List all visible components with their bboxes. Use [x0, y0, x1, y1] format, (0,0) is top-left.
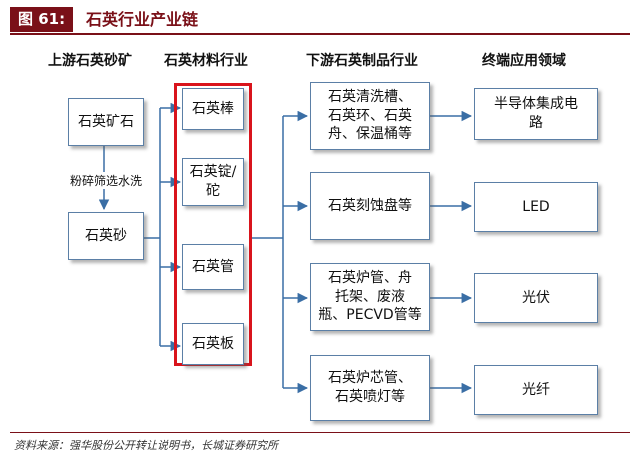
product-line: 石英炉管、舟	[328, 269, 412, 286]
application-line: 光纤	[522, 381, 550, 398]
column-heading-upstream: 上游石英砂矿	[48, 53, 132, 69]
node-quartz-ore: 石英矿石	[68, 98, 144, 146]
column-heading-downstream: 下游石英制品行业	[306, 53, 418, 69]
product-line: 石英炉芯管、	[328, 370, 412, 387]
footer-divider	[10, 432, 630, 433]
node-app-photovoltaic: 光伏	[474, 273, 598, 323]
figure-number: 图 61:	[10, 7, 74, 32]
figure-title: 石英行业产业链	[86, 10, 199, 29]
node-product-cleaning-tank: 石英清洗槽、 石英环、石英 舟、保温桶等	[310, 82, 430, 150]
node-quartz-plate: 石英板	[182, 323, 244, 365]
application-line: 光伏	[522, 289, 550, 306]
product-line: 石英喷灯等	[335, 389, 405, 405]
column-heading-applications: 终端应用领域	[482, 53, 566, 69]
header-divider	[10, 33, 630, 35]
node-product-etch-disc: 石英刻蚀盘等	[310, 172, 430, 240]
node-quartz-sand: 石英砂	[68, 212, 144, 260]
product-line: 石英环、石英	[328, 107, 412, 124]
node-app-optical-fiber: 光纤	[474, 365, 598, 415]
node-app-semiconductor-ic: 半导体集成电 路	[474, 88, 598, 140]
product-line: 舟、保温桶等	[328, 126, 412, 143]
product-line: 石英刻蚀盘等	[328, 197, 412, 214]
node-quartz-ingot: 石英锭/砣	[182, 158, 244, 206]
application-line: 半导体集成电	[494, 96, 578, 113]
process-step-label: 粉碎筛选水洗	[68, 172, 145, 189]
node-app-led: LED	[474, 182, 598, 232]
node-quartz-rod: 石英棒	[182, 88, 244, 130]
source-note: 资料来源：强华股份公开转让说明书，长城证券研究所	[14, 439, 278, 452]
node-product-core-tube: 石英炉芯管、 石英喷灯等	[310, 355, 430, 421]
node-quartz-tube: 石英管	[182, 244, 244, 290]
product-line: 瓶、PECVD管等	[318, 307, 422, 324]
product-line: 托架、废液	[335, 288, 405, 305]
application-line: LED	[522, 198, 550, 215]
product-line: 石英清洗槽、	[328, 88, 412, 105]
application-line: 路	[529, 115, 543, 131]
column-heading-materials: 石英材料行业	[164, 53, 248, 69]
figure-header: 图 61: 石英行业产业链	[10, 7, 630, 32]
node-product-furnace-tube: 石英炉管、舟 托架、废液 瓶、PECVD管等	[310, 263, 430, 331]
